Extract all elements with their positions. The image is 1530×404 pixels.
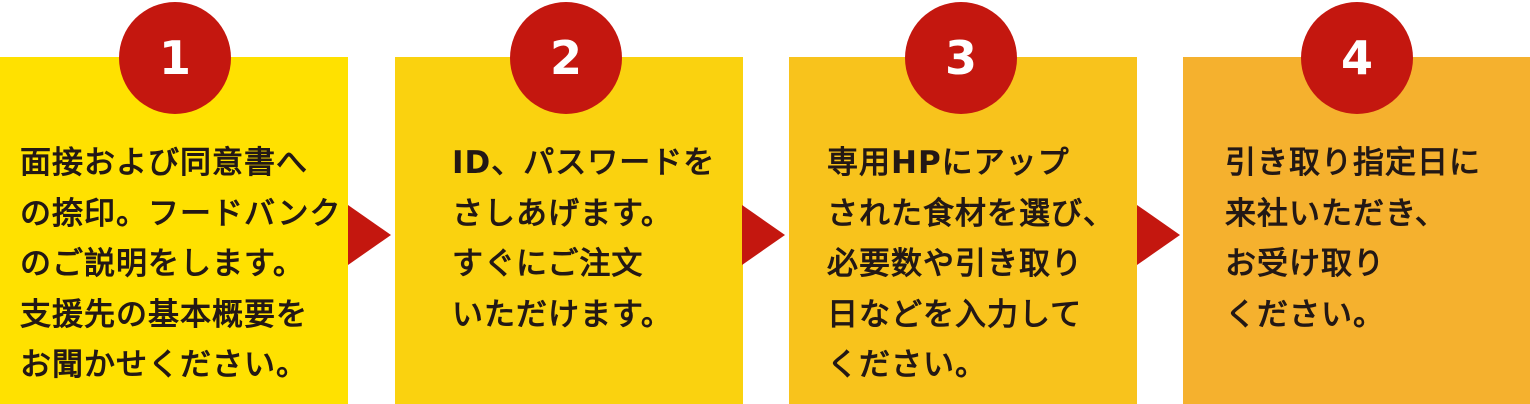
- arrow-right-icon: [742, 205, 785, 265]
- step-4-box: [1183, 57, 1530, 404]
- step-2-description: ID、パスワードを さしあげます。 すぐにご注文 いただけます。: [452, 145, 716, 333]
- arrow-right-icon: [348, 205, 391, 265]
- step-3-box: [789, 57, 1137, 404]
- arrow-right-icon: [1137, 205, 1180, 265]
- step-1-description: 面接および同意書へ の捺印。フードバンク のご説明をします。 支援先の基本概要を…: [20, 145, 342, 383]
- step-2-box: [395, 57, 743, 404]
- step-3-description: 専用HPにアップ された食材を選び、 必要数や引き取り 日などを入力して くださ…: [827, 145, 1115, 383]
- step-1-number-badge: 1: [119, 2, 231, 114]
- step-4-description: 引き取り指定日に 来社いただき、 お受け取り ください。: [1225, 145, 1481, 333]
- step-4-number-badge: 4: [1301, 2, 1413, 114]
- step-1-box: [0, 57, 348, 404]
- step-2-number-badge: 2: [510, 2, 622, 114]
- step-3-number-badge: 3: [905, 2, 1017, 114]
